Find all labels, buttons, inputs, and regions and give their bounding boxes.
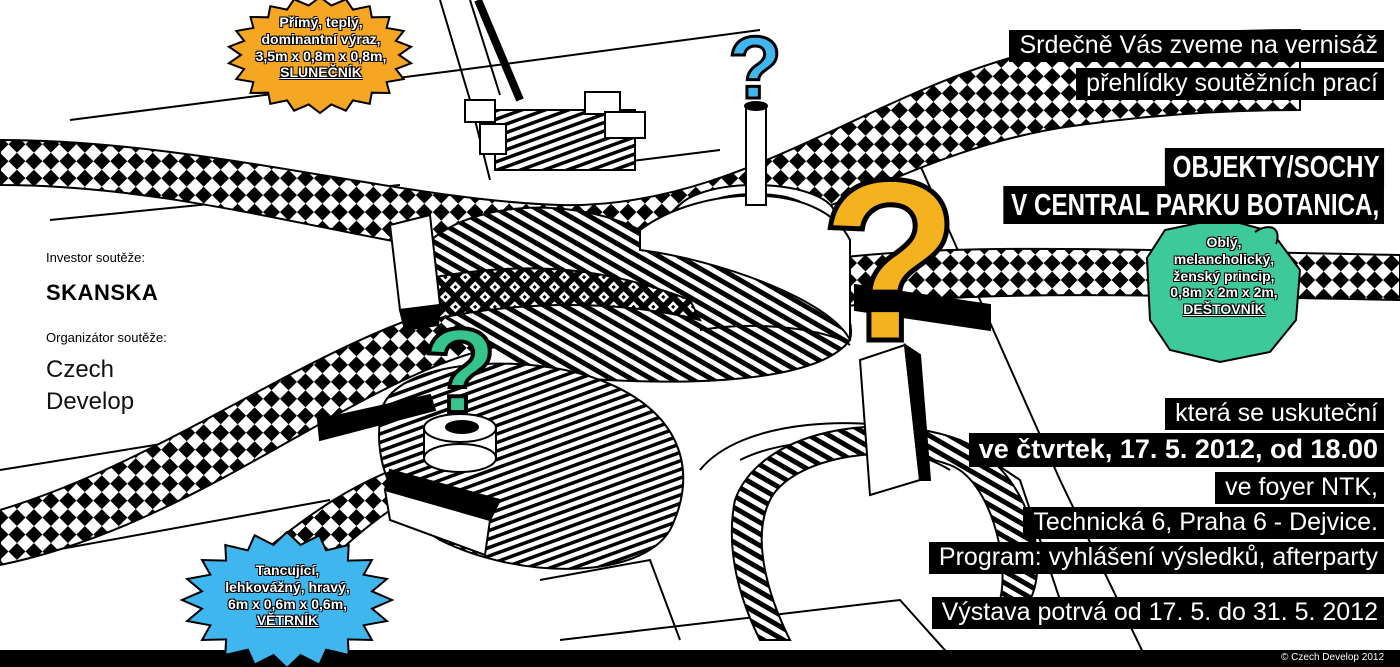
badge-green-line: 0,8m x 2m x 2m,	[1170, 284, 1278, 301]
organizer-logo-line2: Develop	[46, 388, 135, 415]
staircase	[464, 0, 646, 171]
organizer-label: Organizátor soutěže:	[46, 330, 167, 345]
badge-orange-name: SLUNEČNÍK	[280, 64, 362, 81]
badge-orange-line: 3,5m x 0,8m x 0,8m,	[255, 47, 387, 64]
badge-blue-line: lehkovážný, hravý,	[225, 578, 350, 595]
badge-orange-starburst	[226, 0, 414, 115]
investor-logo: SKANSKA	[46, 280, 159, 305]
invitation-line-2: přehlídky soutěžních prací	[1076, 68, 1384, 100]
badge-blue-name: VĚTRNÍK	[256, 612, 319, 629]
event-address: Technická 6, Praha 6 - Dejvice.	[1023, 507, 1384, 539]
badge-green-line: ženský princip,	[1173, 267, 1275, 284]
exhibition-title-line-2: V CENTRAL PARKU BOTANICA,	[1003, 186, 1384, 224]
exhibition-title-line-1: OBJEKTY/SOCHY	[1164, 148, 1384, 186]
exhibition-duration: Výstava potrvá od 17. 5. do 31. 5. 2012	[931, 597, 1384, 629]
organizer-logo-line1: Czech	[46, 356, 115, 383]
event-venue: ve foyer NTK,	[1215, 472, 1384, 504]
badge-blue-line: Tancující,	[255, 562, 320, 578]
badge-green-line: Oblý,	[1206, 234, 1242, 250]
badge-green-text: Oblý, melancholický, ženský princip, 0,8…	[1150, 234, 1298, 318]
curved-path	[730, 425, 1039, 641]
event-line-1: která se uskuteční	[1165, 398, 1384, 430]
footer-strip	[0, 650, 1400, 667]
badge-green-line: melancholický,	[1173, 250, 1275, 267]
investor-label: Investor soutěže:	[46, 250, 145, 265]
question-mark-yellow-icon: ?	[820, 132, 961, 389]
badge-orange-line: Přímý, teplý,	[279, 14, 363, 30]
badge-green-tail	[1254, 226, 1279, 245]
badge-orange-line: dominantní výraz,	[261, 30, 381, 47]
badge-green-name: DEŠTOVNÍK	[1183, 301, 1265, 318]
question-mark-blue-icon: ?	[728, 18, 782, 117]
sculptures	[316, 101, 991, 557]
event-program: Program: vyhlášení výsledků, afterparty	[928, 542, 1384, 574]
event-date: ve čtvrtek, 17. 5. 2012, od 18.00	[968, 433, 1384, 467]
sponsor-panel: Investor soutěže: SKANSKA Organizátor so…	[0, 236, 230, 436]
copyright-notice: © Czech Develop 2012	[1281, 652, 1384, 663]
question-mark-green-icon: ?	[423, 304, 496, 438]
invitation-line-1: Srdečně Vás zveme na vernisáž	[1009, 30, 1384, 62]
badge-blue-text: Tancující, lehkovážný, hravý, 6m x 0,6m …	[200, 562, 375, 629]
badge-blue-line: 6m x 0,6m x 0,6m,	[227, 595, 348, 612]
badge-blue-starburst	[179, 530, 395, 667]
badge-orange-text: Přímý, teplý, dominantní výraz, 3,5m x 0…	[236, 14, 406, 81]
